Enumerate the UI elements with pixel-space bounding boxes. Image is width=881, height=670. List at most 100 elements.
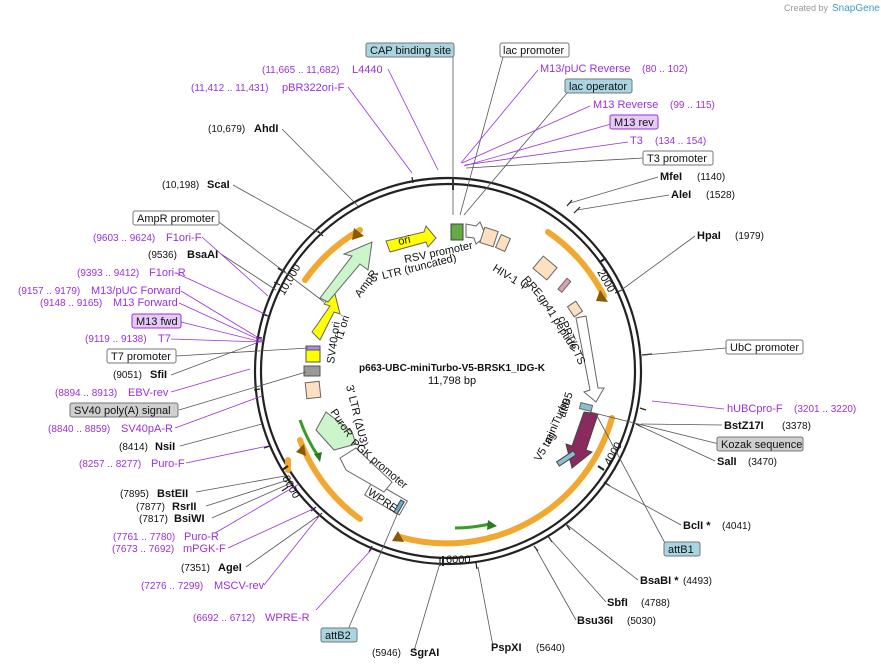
lead-ampr-promoter bbox=[214, 218, 325, 303]
m13-rev: M13 rev bbox=[614, 117, 654, 129]
rsrii-pos: (7877) bbox=[136, 502, 165, 513]
l4440-range: (11,665 .. 11,682) bbox=[262, 65, 339, 76]
lead-puro-r bbox=[214, 483, 300, 534]
lead-mpgk bbox=[227, 508, 314, 549]
lead-mfei bbox=[569, 176, 659, 204]
ubc-promoter-box bbox=[725, 339, 804, 355]
hiv-block bbox=[494, 233, 512, 253]
m13-reverse-range: (99 .. 115) bbox=[670, 100, 715, 111]
lead-sv40pa-r bbox=[174, 395, 263, 429]
backbone-outer bbox=[253, 176, 643, 566]
v5-label: V5 tag bbox=[532, 430, 558, 464]
f1ori-r: F1ori-R bbox=[149, 267, 186, 279]
pgk-arrow bbox=[339, 447, 393, 493]
arc-green-bottom bbox=[454, 522, 491, 530]
arc-green-left-arrow bbox=[314, 452, 322, 462]
puro-f: Puro-F bbox=[151, 458, 185, 470]
lead-mscv bbox=[263, 514, 321, 586]
t7-block bbox=[305, 345, 321, 351]
ahdi-pos: (10,679) bbox=[208, 124, 245, 135]
lead-scai bbox=[232, 184, 322, 235]
lead-sbfi bbox=[549, 538, 607, 603]
rsv-block bbox=[450, 223, 464, 241]
attb2: attB2 bbox=[325, 630, 351, 642]
arc-arrow-ampr bbox=[352, 228, 364, 240]
lead-f1ori-r bbox=[175, 272, 268, 316]
kozak-box bbox=[716, 436, 804, 452]
nsii-pos: (8414) bbox=[119, 442, 148, 453]
bsiwi-pos: (7817) bbox=[139, 514, 168, 525]
inner-features: ori bbox=[303, 221, 605, 516]
lead-ubc bbox=[644, 347, 727, 356]
tick-label-6000: 6000 bbox=[446, 554, 470, 566]
f1ori-r-range: (9393 .. 9412) bbox=[77, 268, 139, 279]
scai: ScaI bbox=[207, 179, 230, 191]
attb5-block bbox=[578, 402, 594, 412]
tick-label-10000: 10,000 bbox=[276, 262, 303, 297]
bsabi: BsaBI * bbox=[640, 575, 679, 587]
f1ori-arrow bbox=[311, 288, 341, 341]
sv40-polya-box bbox=[69, 402, 179, 418]
m13-puc-reverse: M13/pUC Reverse bbox=[540, 63, 630, 75]
t7: T7 bbox=[158, 333, 171, 345]
sgrai-pos: (5946) bbox=[372, 648, 401, 659]
lead-lac-promoter bbox=[459, 56, 504, 216]
lac-operator: lac operator bbox=[569, 81, 627, 93]
bsiwi: BsiWI bbox=[174, 513, 205, 525]
agei-pos: (7351) bbox=[181, 563, 210, 574]
f1ori-f: F1ori-F bbox=[166, 232, 202, 244]
sfii-pos: (9051) bbox=[113, 370, 142, 381]
m13-forward: M13 Forward bbox=[113, 297, 178, 309]
arc-miniturbo-region bbox=[397, 415, 615, 547]
nsii: NsiI bbox=[155, 441, 175, 453]
bstz17i: BstZ17I bbox=[724, 420, 764, 432]
m13-forward-range: (9148 .. 9165) bbox=[40, 298, 102, 309]
lead-hpai bbox=[619, 235, 696, 292]
lead-l4440 bbox=[387, 68, 439, 171]
gp41-block bbox=[557, 277, 572, 293]
m13-reverse: M13 Reverse bbox=[593, 99, 658, 111]
ltr3-block bbox=[304, 380, 322, 400]
mscv-rev: MSCV-rev bbox=[214, 580, 265, 592]
agei: AgeI bbox=[218, 562, 242, 574]
bsaai-pos: (9536) bbox=[148, 250, 177, 261]
wpre-r: WPRE-R bbox=[265, 612, 310, 624]
tick-4000 bbox=[597, 465, 605, 471]
pbr322ori-f-range: (11,412 .. 11,431) bbox=[191, 83, 268, 94]
pspxi: PspXI bbox=[491, 642, 522, 654]
lead-puro-f bbox=[185, 445, 269, 464]
m13-puc-forward: M13/pUC Forward bbox=[91, 285, 181, 297]
ebv-rev-range: (8894 .. 8913) bbox=[55, 388, 117, 399]
l4440: L4440 bbox=[352, 64, 383, 76]
lead-bsaai bbox=[220, 253, 277, 291]
v5-block bbox=[555, 450, 577, 467]
lead-m13-forward bbox=[178, 302, 263, 342]
feature-arc-arrows bbox=[296, 228, 608, 542]
lead-kozak bbox=[589, 411, 720, 445]
ebv-rev: EBV-rev bbox=[128, 387, 169, 399]
outer-labels: CAP binding site lac promoter M13/pUC Re… bbox=[18, 42, 856, 659]
scai-pos: (10,198) bbox=[162, 180, 199, 191]
bstz17i-pos: (3378) bbox=[782, 421, 811, 432]
t7-promoter: T7 promoter bbox=[111, 351, 171, 363]
arc-arrow-mini bbox=[392, 531, 404, 542]
tick-2000 bbox=[599, 257, 607, 263]
lead-agei bbox=[245, 513, 322, 568]
attb2-block bbox=[393, 499, 405, 515]
ori-arrow bbox=[385, 224, 437, 253]
bsteii: BstEII bbox=[157, 488, 188, 500]
sbfi-pos: (4788) bbox=[641, 598, 670, 609]
leader-lines bbox=[170, 56, 727, 652]
lead-nsii bbox=[179, 423, 263, 447]
sv40pa-r: SV40pA-R bbox=[121, 423, 173, 435]
sfii: SfiI bbox=[150, 369, 167, 381]
lead-m13-reverse bbox=[461, 105, 591, 164]
sv40ori-block bbox=[305, 349, 321, 363]
bsteii-pos: (7895) bbox=[120, 489, 149, 500]
hpai-pos: (1979) bbox=[735, 231, 764, 242]
rsrii: RsrII bbox=[172, 501, 196, 513]
mpgk-f-range: (7673 .. 7692) bbox=[112, 544, 174, 555]
lead-alei bbox=[576, 194, 670, 211]
lead-bstz17i bbox=[640, 423, 723, 426]
